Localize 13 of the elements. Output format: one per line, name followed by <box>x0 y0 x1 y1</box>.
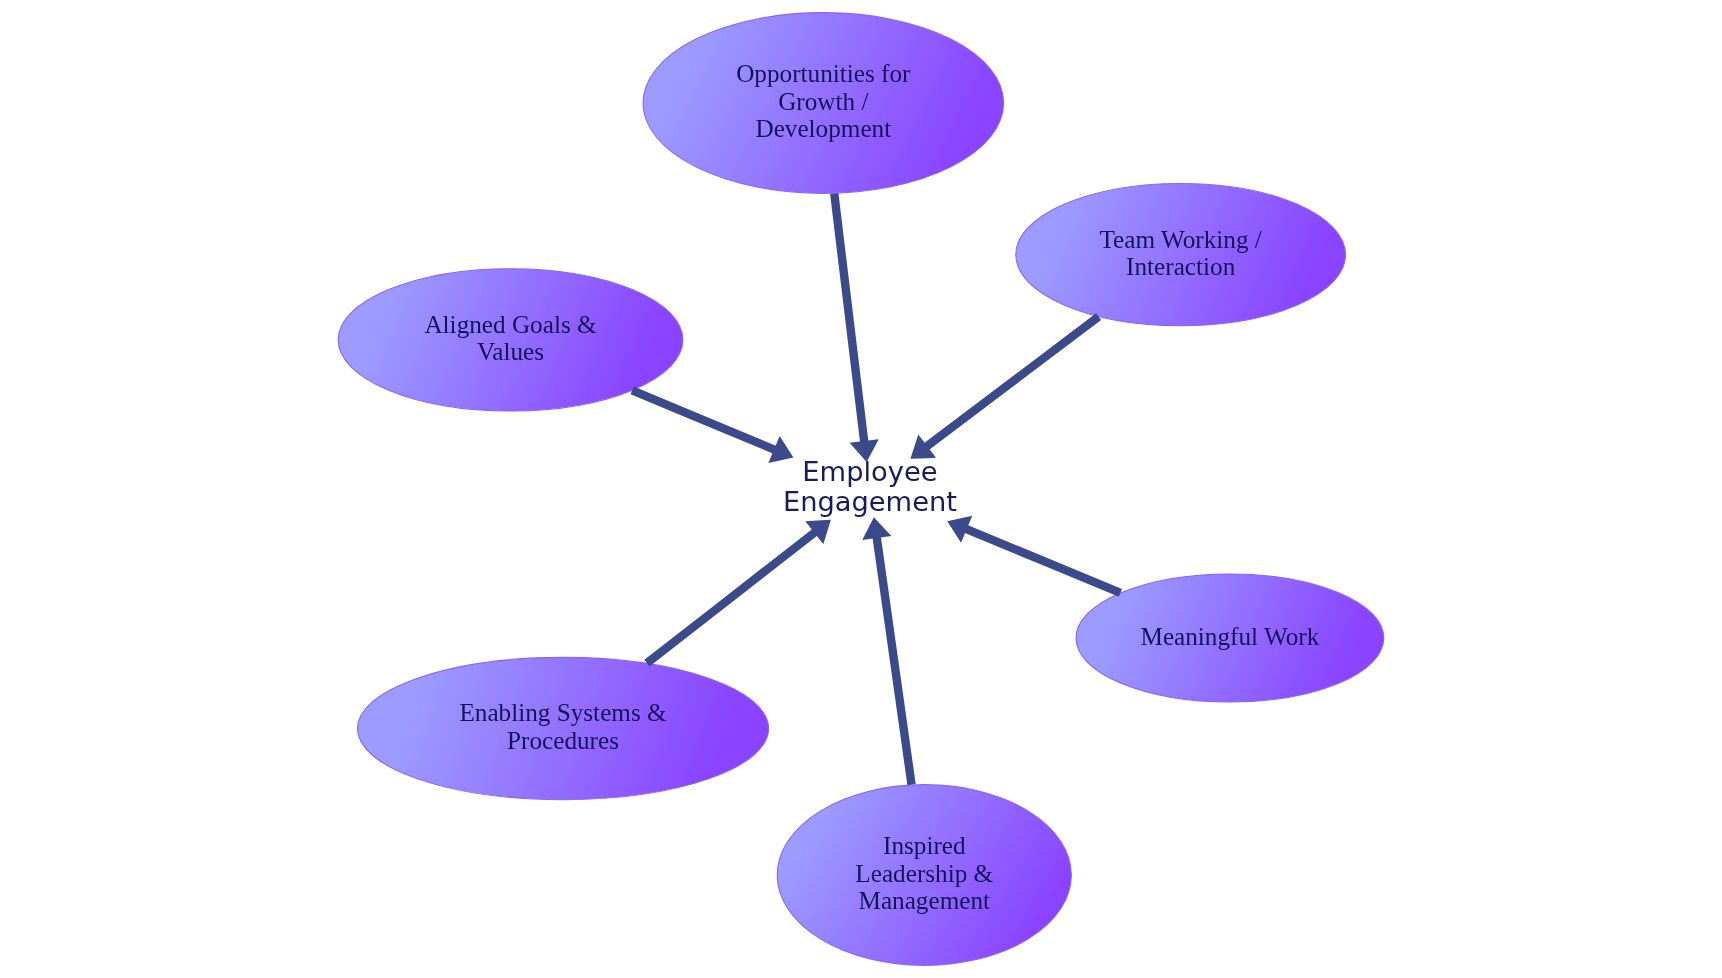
node-ellipse: Inspired Leadership & Management <box>776 784 1072 966</box>
arrow <box>630 386 794 463</box>
node-ellipse: Meaningful Work <box>1075 573 1385 703</box>
node-ellipse: Enabling Systems & Procedures <box>356 656 770 801</box>
node-ellipse: Opportunities for Growth / Development <box>642 12 1005 194</box>
node-ellipse: Aligned Goals & Values <box>337 268 684 412</box>
arrow <box>644 519 831 667</box>
arrow <box>830 193 879 462</box>
arrow <box>862 517 916 786</box>
arrow <box>947 515 1123 597</box>
node-ellipse: Team Working / Interaction <box>1015 182 1347 327</box>
node-text: Employee Engagement <box>782 455 958 518</box>
arrow <box>910 313 1102 459</box>
